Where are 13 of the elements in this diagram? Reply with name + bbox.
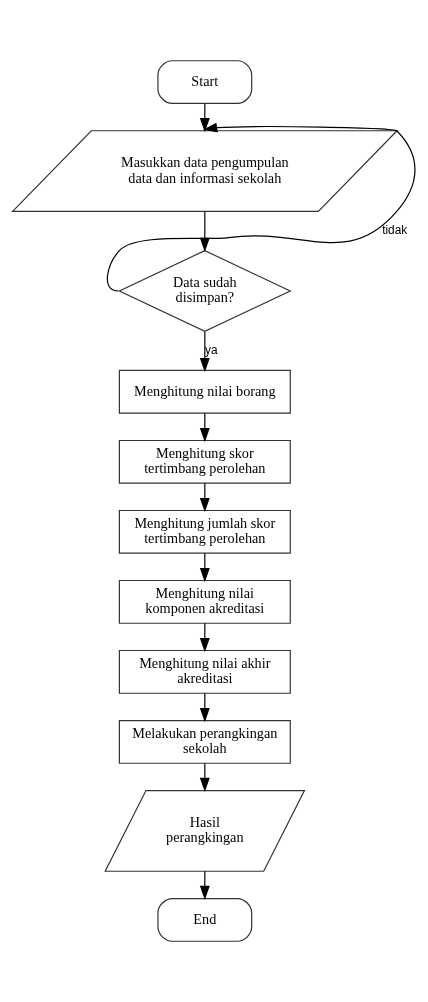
- edge-label: ya: [205, 342, 218, 357]
- arrow: [199, 331, 210, 373]
- node-box: Melakukan perangkingan sekolah: [118, 719, 291, 764]
- node-box: Menghitung nilai komponen akreditasi: [118, 579, 291, 624]
- node-diamond: Data sudah disimpan?: [118, 249, 292, 332]
- node-box: Menghitung jumlah skor tertimbang perolehan: [118, 509, 291, 554]
- arrow: [106, 122, 416, 292]
- node-box: Menghitung nilai borang: [118, 369, 291, 414]
- edge-label: tidak: [382, 223, 408, 237]
- node-box: Menghitung skor tertimbang perolehan: [118, 439, 291, 484]
- node-box: Start: [157, 60, 253, 105]
- node-box: Menghitung nilai akhir akreditasi: [118, 649, 291, 694]
- node-box: End: [157, 897, 253, 942]
